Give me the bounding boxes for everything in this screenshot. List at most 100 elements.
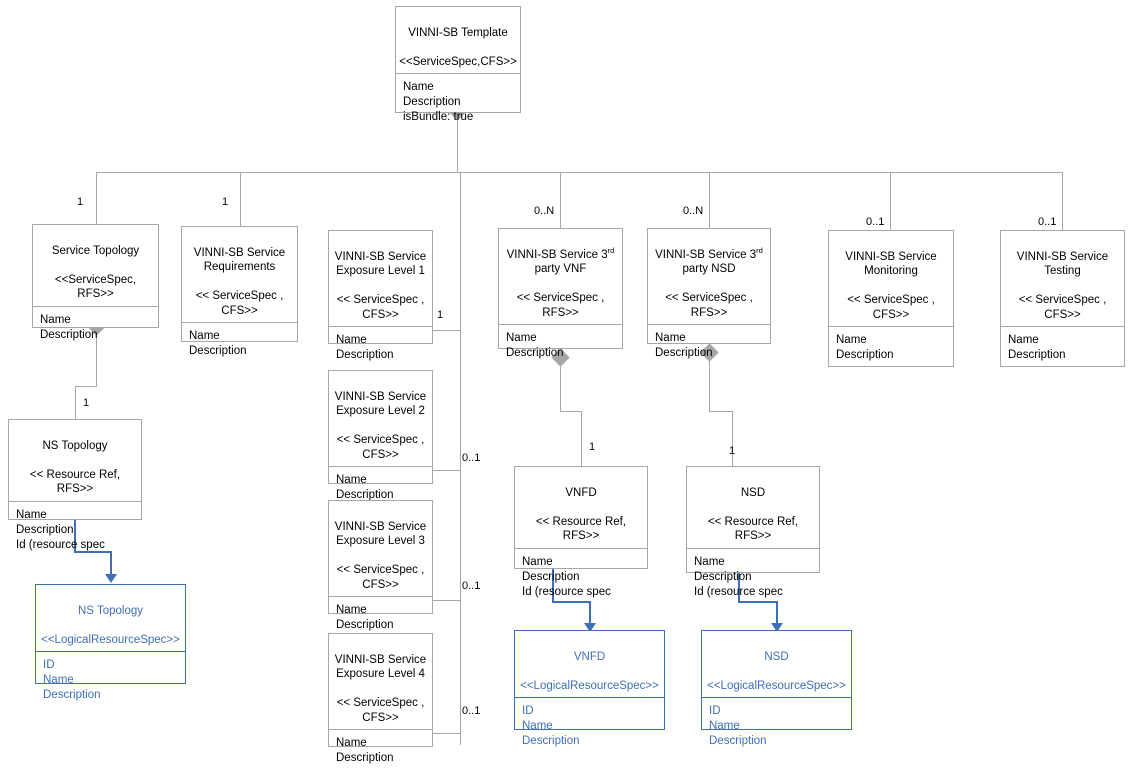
class-stereotype: << ServiceSpec , CFS>> bbox=[195, 290, 284, 317]
class-attributes: Name Description bbox=[506, 332, 564, 359]
class-title: VNFD bbox=[573, 650, 606, 663]
class-box-nsd-ref[interactable]: NSD << Resource Ref, RFS>> Name Descript… bbox=[686, 466, 820, 598]
class-header-third-party-nsd: VINNI-SB Service 3rd party NSD << Servic… bbox=[648, 229, 770, 325]
connector-vnfd-realize-v2 bbox=[589, 601, 591, 624]
class-box-exposure-level-2[interactable]: VINNI-SB Service Exposure Level 2 << Ser… bbox=[328, 370, 433, 501]
multiplicity-nsd-ref: 1 bbox=[729, 445, 736, 457]
class-stereotype: << ServiceSpec , RFS>> bbox=[516, 292, 605, 319]
class-box-service-topology[interactable]: Service Topology <<ServiceSpec, RFS>> Na… bbox=[32, 224, 159, 341]
connector-ns-topology-realize-v1 bbox=[74, 520, 76, 553]
class-attributes: Name Description isBundle: true bbox=[403, 81, 474, 123]
connector-ns-topology-realize-v2 bbox=[110, 551, 112, 575]
class-header-vnfd-ref: VNFD << Resource Ref, RFS>> bbox=[515, 467, 647, 549]
connector-root-stem bbox=[457, 112, 458, 173]
class-stereotype: << ServiceSpec , CFS>> bbox=[336, 564, 425, 591]
class-stereotype: << ServiceSpec , CFS>> bbox=[1018, 294, 1107, 321]
class-header-vinni-sb-template: VINNI-SB Template <<ServiceSpec,CFS>> bbox=[396, 7, 520, 74]
class-box-exposure-level-3[interactable]: VINNI-SB Service Exposure Level 3 << Ser… bbox=[328, 500, 433, 631]
class-box-ns-topology-ref[interactable]: NS Topology << Resource Ref, RFS>> Name … bbox=[8, 419, 142, 551]
connector-service-topology-to-ns-v2 bbox=[75, 386, 76, 419]
connector-ns-topology-realize-h bbox=[74, 551, 112, 553]
multiplicity-exposure-l3: 0..1 bbox=[462, 580, 481, 592]
class-title: VINNI-SB Service 3rd party VNF bbox=[506, 245, 615, 275]
class-title: VINNI-SB Template bbox=[408, 26, 508, 39]
class-box-service-testing[interactable]: VINNI-SB Service Testing << ServiceSpec … bbox=[1000, 230, 1125, 367]
class-header-exposure-level-1: VINNI-SB Service Exposure Level 1 << Ser… bbox=[329, 231, 432, 327]
connector-stub-exposure-l4 bbox=[432, 733, 461, 734]
multiplicity-exposure-l4: 0..1 bbox=[462, 705, 481, 717]
class-stereotype: << ServiceSpec , CFS>> bbox=[336, 697, 425, 724]
class-stereotype: << ServiceSpec , CFS>> bbox=[847, 294, 935, 321]
multiplicity-third-party-nsd: 0..N bbox=[683, 205, 704, 217]
class-stereotype: <<ServiceSpec, RFS>> bbox=[54, 273, 137, 301]
class-title: NS Topology bbox=[42, 439, 108, 452]
multiplicity-vnfd-ref: 1 bbox=[589, 441, 596, 453]
class-attributes: ID Name Description bbox=[522, 705, 580, 747]
class-title: VINNI-SB Service Exposure Level 2 bbox=[334, 390, 427, 418]
connector-drop-third-party-vnf bbox=[560, 172, 561, 228]
multiplicity-service-requirements: 1 bbox=[222, 196, 229, 208]
realization-arrowhead-nsd bbox=[771, 623, 783, 632]
class-stereotype: << Resource Ref, RFS>> bbox=[707, 515, 799, 543]
class-box-ns-topology-logical-resource-spec[interactable]: NS Topology <<LogicalResourceSpec>> ID N… bbox=[35, 584, 186, 701]
class-box-exposure-level-1[interactable]: VINNI-SB Service Exposure Level 1 << Ser… bbox=[328, 230, 433, 361]
class-header-exposure-level-4: VINNI-SB Service Exposure Level 4 << Ser… bbox=[329, 634, 432, 730]
multiplicity-ns-topology-ref: 1 bbox=[83, 397, 90, 409]
realization-arrowhead-ns-topology bbox=[105, 574, 117, 583]
class-box-nsd-logical-resource-spec[interactable]: NSD <<LogicalResourceSpec>> ID Name Desc… bbox=[701, 630, 852, 747]
class-header-service-requirements: VINNI-SB Service Requirements << Service… bbox=[182, 227, 297, 323]
class-title: NS Topology bbox=[78, 604, 143, 617]
class-box-service-requirements[interactable]: VINNI-SB Service Requirements << Service… bbox=[181, 226, 298, 357]
class-box-vnfd-ref[interactable]: VNFD << Resource Ref, RFS>> Name Descrip… bbox=[514, 466, 648, 598]
connector-nsd-realize-v2 bbox=[776, 601, 778, 624]
class-attributes: ID Name Description bbox=[43, 659, 101, 701]
connector-service-topology-to-ns-v1 bbox=[96, 327, 97, 386]
connector-nsd-realize-h bbox=[738, 601, 778, 603]
class-header-nsd-lrs: NSD <<LogicalResourceSpec>> bbox=[702, 631, 851, 698]
class-title: VINNI-SB Service Requirements bbox=[193, 246, 286, 274]
class-header-ns-topology-lrs: NS Topology <<LogicalResourceSpec>> bbox=[36, 585, 185, 652]
class-box-service-monitoring[interactable]: VINNI-SB Service Monitoring << ServiceSp… bbox=[828, 230, 954, 367]
class-stereotype: <<ServiceSpec,CFS>> bbox=[399, 55, 517, 68]
class-attributes: Name Description bbox=[1008, 334, 1066, 361]
class-title: NSD bbox=[740, 486, 766, 499]
class-box-vnfd-logical-resource-spec[interactable]: VNFD <<LogicalResourceSpec>> ID Name Des… bbox=[514, 630, 665, 747]
class-stereotype: << Resource Ref, RFS>> bbox=[29, 468, 121, 496]
class-box-third-party-vnf[interactable]: VINNI-SB Service 3rd party VNF << Servic… bbox=[498, 228, 623, 359]
connector-nsd-to-nsdref-v2 bbox=[732, 411, 733, 466]
connector-drop-service-monitoring bbox=[890, 172, 891, 230]
connector-stub-exposure-l2 bbox=[432, 470, 461, 471]
class-stereotype: << ServiceSpec , RFS>> bbox=[665, 292, 753, 319]
multiplicity-exposure-l1: 1 bbox=[437, 309, 444, 321]
class-header-service-monitoring: VINNI-SB Service Monitoring << ServiceSp… bbox=[829, 231, 953, 327]
class-box-third-party-nsd[interactable]: VINNI-SB Service 3rd party NSD << Servic… bbox=[647, 228, 771, 359]
class-stereotype: << ServiceSpec , CFS>> bbox=[336, 294, 425, 321]
connector-vnf-to-vnfd-h bbox=[560, 411, 582, 412]
multiplicity-service-monitoring: 0..1 bbox=[866, 216, 885, 228]
class-title: VINNI-SB Service Exposure Level 3 bbox=[334, 520, 427, 548]
connector-drop-service-topology bbox=[96, 172, 97, 224]
class-attributes: Name Description Id (resource spec bbox=[694, 555, 783, 598]
class-title: VINNI-SB Service 3rd party NSD bbox=[655, 245, 763, 275]
class-title: VNFD bbox=[565, 486, 597, 499]
class-attributes: Name Description bbox=[336, 737, 394, 764]
class-title: VINNI-SB Service Exposure Level 4 bbox=[334, 653, 427, 681]
class-title: VINNI-SB Service Exposure Level 1 bbox=[334, 250, 427, 278]
class-header-ns-topology-ref: NS Topology << Resource Ref, RFS>> bbox=[9, 420, 141, 502]
class-header-exposure-level-3: VINNI-SB Service Exposure Level 3 << Ser… bbox=[329, 501, 432, 597]
connector-drop-service-testing bbox=[1062, 172, 1063, 230]
connector-drop-third-party-nsd bbox=[709, 172, 710, 228]
connector-vnf-to-vnfd-v2 bbox=[581, 411, 582, 466]
class-box-vinni-sb-template[interactable]: VINNI-SB Template <<ServiceSpec,CFS>> Na… bbox=[395, 6, 521, 123]
class-attributes: Name Description Id (resource spec bbox=[16, 508, 105, 551]
connector-vnfd-realize-h bbox=[552, 601, 591, 603]
class-header-service-topology: Service Topology <<ServiceSpec, RFS>> bbox=[33, 225, 158, 307]
class-title: Service Topology bbox=[51, 244, 140, 257]
connector-stub-exposure-l1 bbox=[432, 330, 461, 331]
class-header-nsd-ref: NSD << Resource Ref, RFS>> bbox=[687, 467, 819, 549]
class-title: VINNI-SB Service Testing bbox=[1016, 250, 1109, 278]
class-box-exposure-level-4[interactable]: VINNI-SB Service Exposure Level 4 << Ser… bbox=[328, 633, 433, 764]
class-stereotype: <<LogicalResourceSpec>> bbox=[520, 679, 659, 692]
ordinal-suffix: rd bbox=[756, 245, 763, 255]
connector-stub-exposure-l3 bbox=[432, 600, 461, 601]
